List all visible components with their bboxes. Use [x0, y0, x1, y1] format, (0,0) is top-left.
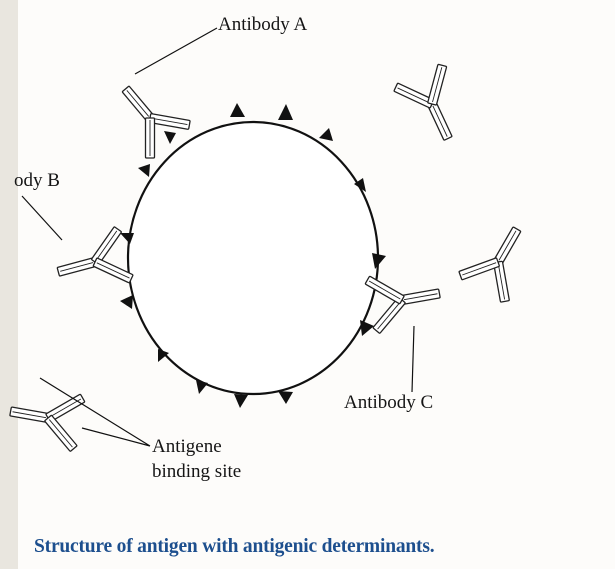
- figure-caption: Structure of antigen with antigenic dete…: [34, 536, 434, 558]
- label-binding-site-line2: binding site: [152, 461, 241, 483]
- free-antibody: [6, 383, 87, 453]
- determinant: [234, 394, 248, 408]
- determinant: [360, 320, 374, 336]
- leader-antibody-c: [412, 326, 414, 392]
- determinant: [319, 128, 333, 141]
- determinant: [138, 164, 150, 177]
- label-binding-site-line1: Antigene: [152, 436, 222, 458]
- leader-antibody-a: [135, 28, 217, 74]
- determinant: [230, 103, 245, 117]
- determinant: [120, 295, 133, 309]
- free-antibody: [456, 215, 542, 306]
- determinant: [278, 391, 293, 404]
- antibody-b: [51, 225, 135, 300]
- determinant: [278, 104, 293, 120]
- free-antibody: [391, 61, 474, 150]
- determinant: [164, 131, 176, 144]
- label-antibody-c: Antibody C: [344, 392, 433, 414]
- label-antibody-b: ody B: [14, 170, 60, 192]
- leader-antibody-b: [22, 196, 62, 240]
- label-antibody-a: Antibody A: [218, 14, 307, 36]
